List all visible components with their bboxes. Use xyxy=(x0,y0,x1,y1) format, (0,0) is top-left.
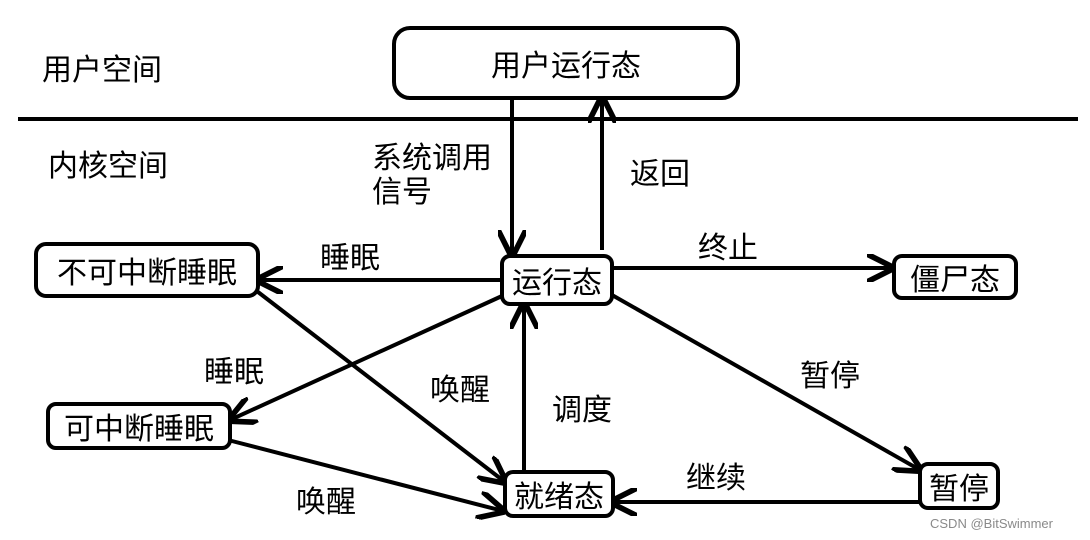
transition-pause-label: 暂停 xyxy=(800,359,860,394)
state-ready: 就绪态 xyxy=(503,470,615,518)
transition-continue-label: 继续 xyxy=(686,461,746,496)
edge-wakeup-uninterruptible xyxy=(256,290,505,482)
transition-wakeup-uninterruptible-label: 唤醒 xyxy=(430,373,490,408)
transition-return-label: 返回 xyxy=(630,157,690,192)
edge-pause xyxy=(611,293,920,470)
state-user-running: 用户运行态 xyxy=(392,26,740,100)
edge-sleep-interruptible xyxy=(230,294,503,420)
state-uninterruptible-sleep: 不可中断睡眠 xyxy=(34,242,260,298)
transition-schedule-label: 调度 xyxy=(552,393,612,428)
transition-wakeup-interruptible-label: 唤醒 xyxy=(296,485,356,520)
transition-sleep-interruptible-label: 睡眠 xyxy=(204,355,264,390)
state-interruptible-sleep: 可中断睡眠 xyxy=(46,402,232,450)
transition-sleep-uninterruptible-label: 睡眠 xyxy=(320,241,380,276)
kernel-space-label: 内核空间 xyxy=(48,149,168,184)
transition-syscall-signal-label: 系统调用 信号 xyxy=(372,141,492,210)
state-stopped: 暂停 xyxy=(918,462,1000,510)
state-zombie: 僵尸态 xyxy=(892,254,1018,300)
state-running: 运行态 xyxy=(500,254,614,306)
user-space-label: 用户空间 xyxy=(42,53,162,88)
watermark: CSDN @BitSwimmer xyxy=(930,516,1053,531)
edge-wakeup-interruptible xyxy=(227,438,503,511)
transition-terminate-label: 终止 xyxy=(698,231,758,266)
